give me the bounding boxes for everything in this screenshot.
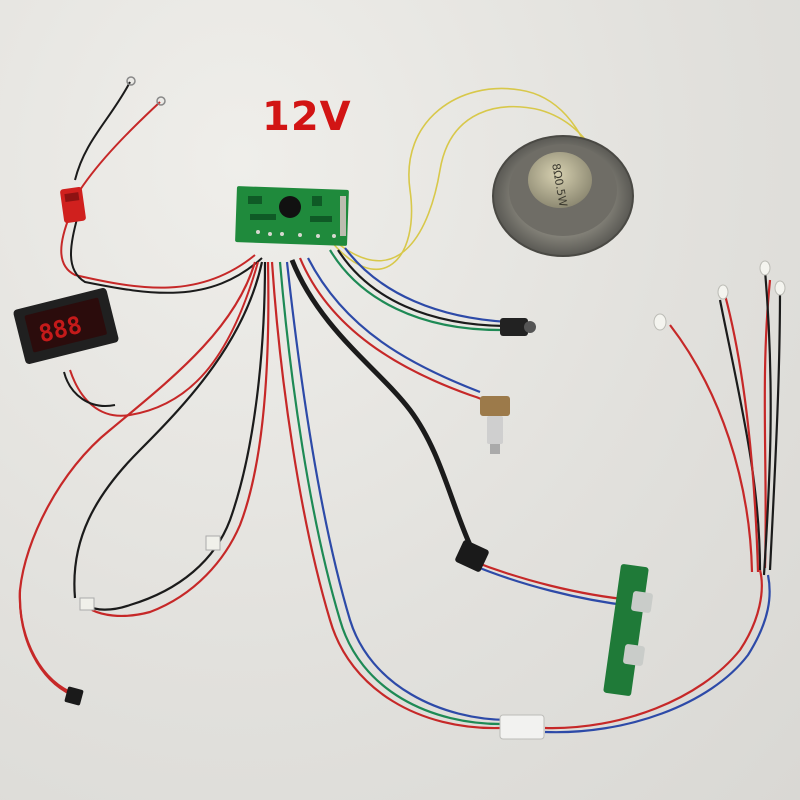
power-connector xyxy=(60,76,166,223)
harness-wires xyxy=(18,247,782,734)
small-plug-black xyxy=(64,686,84,706)
speaker: 8Ω0.5W xyxy=(492,135,634,257)
speaker-wires xyxy=(329,87,601,271)
small-plug-white xyxy=(79,535,221,611)
voltmeter-module: 888 xyxy=(13,288,119,364)
potentiometer xyxy=(480,396,510,454)
pcb-board xyxy=(235,186,349,246)
button-board xyxy=(603,564,653,696)
voltage-caption: 12V xyxy=(262,94,352,140)
audio-jack xyxy=(500,318,536,336)
power-lead xyxy=(60,81,263,294)
inline-connector-black xyxy=(455,540,489,572)
inline-connector-white xyxy=(499,714,545,740)
led-bundle xyxy=(653,260,786,331)
voltmeter-wires xyxy=(63,261,259,417)
